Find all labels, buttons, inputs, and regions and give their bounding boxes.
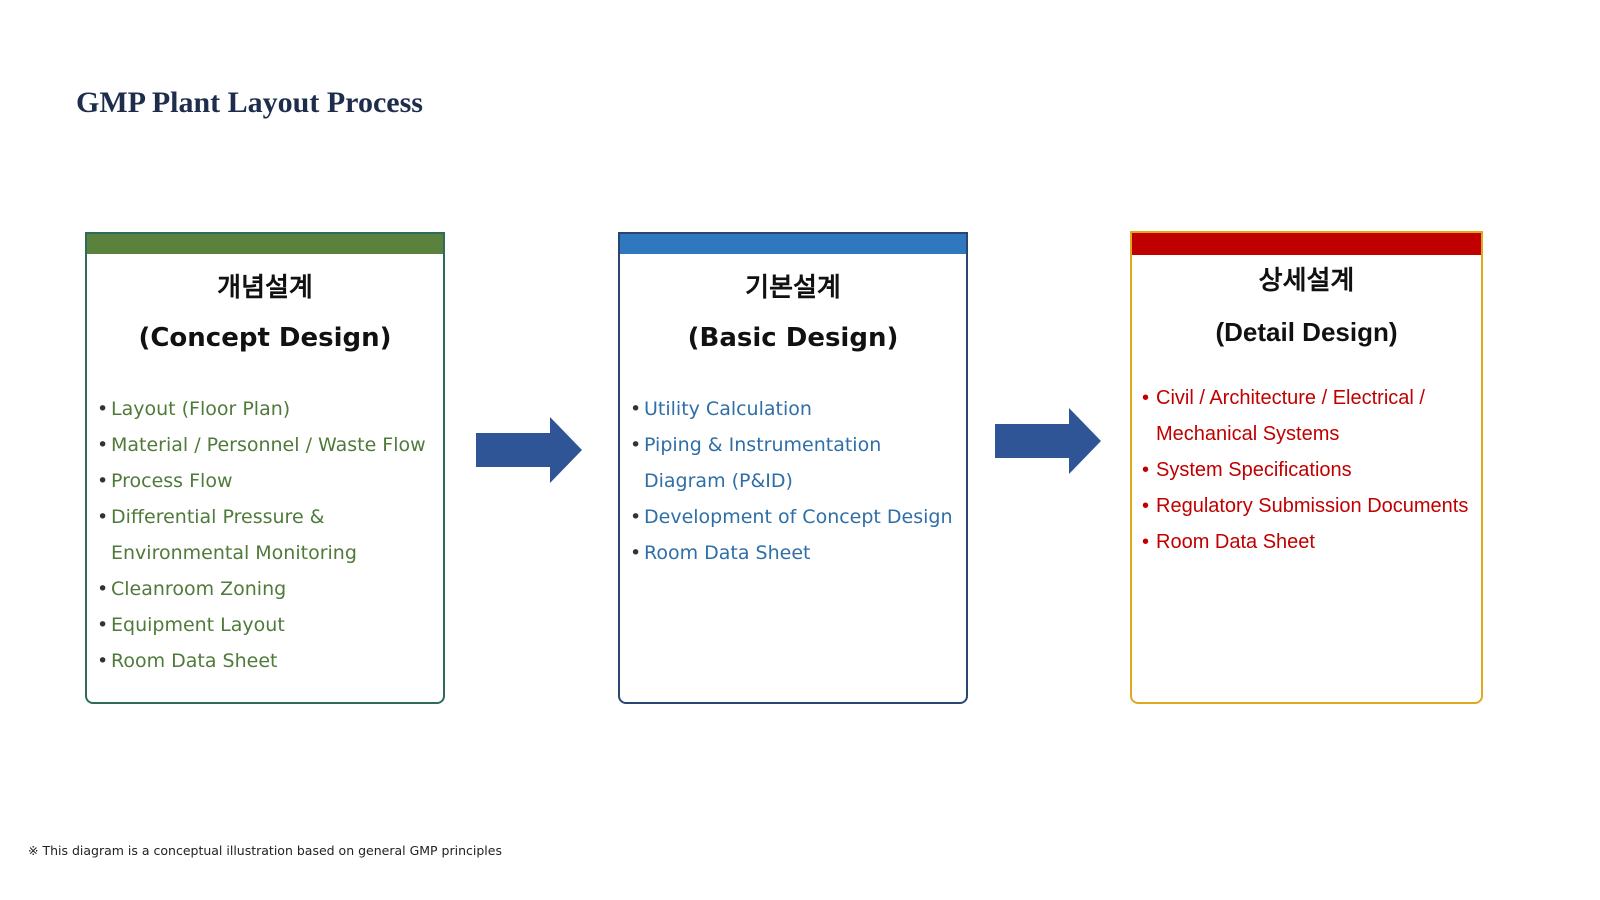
concept-design-list: •Layout (Floor Plan)•Material / Personne… [87,391,432,679]
list-item-text: Civil / Architecture / Electrical / [1156,387,1425,409]
list-item-text: Material / Personnel / Waste Flow [111,434,426,456]
list-item: •Layout (Floor Plan) [97,391,426,427]
concept-design-box: 개념설계 (Concept Design) •Layout (Floor Pla… [85,232,445,704]
list-item-text: Equipment Layout [111,614,285,636]
basic-design-box: 기본설계 (Basic Design) •Utility Calculation… [618,232,968,704]
list-item: •Material / Personnel / Waste Flow [97,427,426,463]
list-item: •Process Flow [97,463,426,499]
concept-design-header-bar [87,234,443,254]
list-item: •Room Data Sheet [630,535,953,571]
arrow-right-shape [476,417,582,483]
list-item-text: Room Data Sheet [111,650,278,672]
list-item: • Regulatory Submission Documents [1142,488,1468,524]
list-item-text: Room Data Sheet [1156,531,1315,553]
arrow-right-shape [995,408,1101,474]
list-item-text: Cleanroom Zoning [111,578,287,600]
list-item-text: Layout (Floor Plan) [111,398,291,420]
list-item-text: Utility Calculation [644,398,812,420]
list-item: •Equipment Layout [97,607,426,643]
bullet-icon: • [97,506,109,528]
list-item-text: Process Flow [111,470,233,492]
footnote: ※ This diagram is a conceptual illustrat… [28,843,502,858]
list-item: •Development of Concept Design [630,499,953,535]
list-item-text: System Specifications [1156,459,1352,481]
arrow-right-icon [476,417,582,483]
basic-design-list: •Utility Calculation•Piping & Instrument… [620,391,959,571]
concept-design-heading-ko: 개념설계 [217,273,313,303]
list-item: • System Specifications [1142,452,1468,488]
detail-design-heading-ko: 상세설계 [1258,266,1355,296]
list-item: •Utility Calculation [630,391,953,427]
arrow-right-icon [995,408,1101,474]
basic-design-heading-ko: 기본설계 [745,273,841,303]
bullet-icon: • [1142,387,1150,409]
bullet-icon: • [1142,495,1150,517]
list-item: • Room Data Sheet [1142,524,1468,560]
bullet-icon: • [97,650,109,672]
list-item-text: Room Data Sheet [644,542,811,564]
bullet-icon: • [97,614,109,636]
list-item: •Room Data Sheet [97,643,426,679]
detail-design-heading-en: (Detail Design) [1215,317,1398,347]
basic-design-header-bar [620,234,966,254]
detail-design-header-bar [1132,233,1481,255]
list-item: •Cleanroom Zoning [97,571,426,607]
list-item-text: Regulatory Submission Documents [1156,495,1469,517]
page-title: GMP Plant Layout Process [76,86,423,119]
list-item-text: Environmental Monitoring [111,542,357,564]
bullet-icon: • [630,398,642,420]
basic-design-heading-en: (Basic Design) [687,323,899,353]
bullet-icon: • [630,542,642,564]
bullet-icon: • [630,506,642,528]
bullet-icon: • [1142,459,1150,481]
list-item: • Civil / Architecture / Electrical / Mech… [1142,380,1468,452]
list-item-text: Diagram (P&ID) [644,470,793,492]
detail-design-box: 상세설계 (Detail Design) • Civil / Architectu… [1130,231,1483,704]
list-item-text: Piping & Instrumentation [644,434,882,456]
bullet-icon: • [97,578,109,600]
concept-design-heading-en: (Concept Design) [138,323,392,353]
bullet-icon: • [630,434,642,456]
bullet-icon: • [1142,531,1150,553]
detail-design-list: • Civil / Architecture / Electrical / Mech… [1132,380,1474,560]
bullet-icon: • [97,398,109,420]
list-item-text: Differential Pressure & [111,506,325,528]
list-item: •Differential Pressure & Environmental Mo… [97,499,426,571]
list-item-text: Mechanical Systems [1156,423,1340,445]
bullet-icon: • [97,470,109,492]
list-item-text: Development of Concept Design [644,506,953,528]
bullet-icon: • [97,434,109,456]
